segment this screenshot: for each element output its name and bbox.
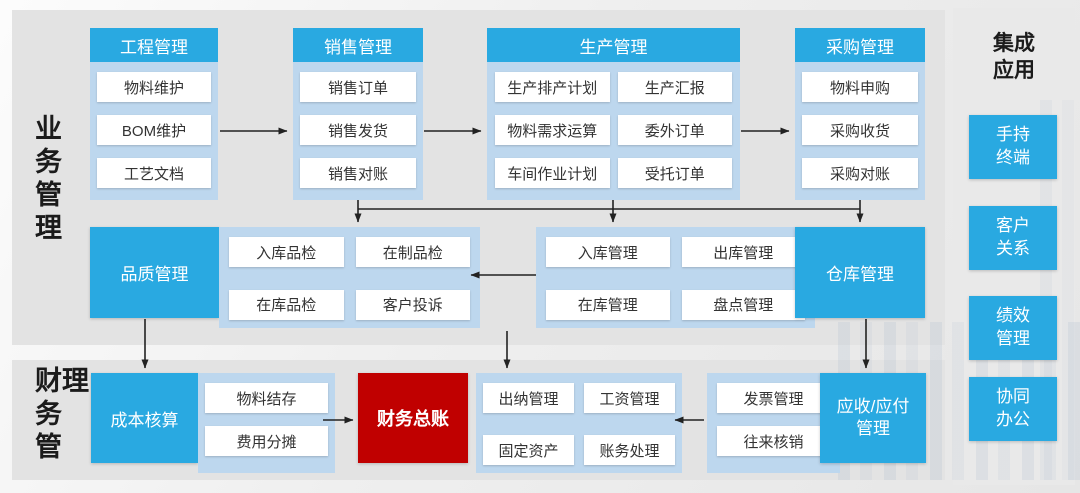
- item-production-scheduling: 生产排产计划: [495, 72, 610, 102]
- item-process-document: 工艺文档: [97, 158, 211, 188]
- item-cashier-management: 出纳管理: [483, 383, 574, 413]
- performance-management-box: 绩效管理: [969, 296, 1057, 360]
- item-purchase-receiving: 采购收货: [802, 115, 918, 145]
- item-instock-management: 在库管理: [546, 289, 670, 320]
- engineering-management-column: 工程管理 物料维护 BOM维护 工艺文档: [90, 28, 218, 200]
- item-outbound-management: 出库管理: [681, 237, 805, 267]
- business-section-label: 业务管理: [31, 114, 61, 246]
- warehouse-management-box: 仓库管理: [795, 227, 925, 318]
- purchasing-items: 物料申购 采购收货 采购对账: [795, 62, 925, 188]
- item-shopfloor-plan: 车间作业计划: [495, 158, 610, 188]
- item-transaction-writeoff: 往来核销: [717, 426, 830, 456]
- purchasing-header: 采购管理: [795, 28, 925, 62]
- customer-relationship-box: 客户关系: [969, 206, 1057, 270]
- item-instock-inspection: 在库品检: [229, 289, 344, 320]
- production-management-column: 生产管理 生产排产计划 生产汇报 物料需求运算 委外订单 车间作业计划 受托订单: [487, 28, 740, 200]
- item-mrp-calculation: 物料需求运算: [495, 115, 610, 145]
- item-bookkeeping: 账务处理: [584, 435, 675, 465]
- quality-management-box: 品质管理: [90, 227, 219, 318]
- item-customer-complaint: 客户投诉: [355, 289, 470, 320]
- finance-section-label: 财务管理: [31, 366, 88, 465]
- handheld-terminal-box: 手持终端: [969, 115, 1057, 179]
- integration-title: 集成应用: [993, 32, 1035, 83]
- general-ledger-box: 财务总账: [358, 373, 468, 463]
- quality-items-group: 入库品检 在制品检 在库品检 客户投诉: [219, 227, 480, 328]
- item-material-balance: 物料结存: [205, 383, 328, 413]
- item-payroll-management: 工资管理: [584, 383, 675, 413]
- item-inbound-management: 入库管理: [546, 237, 670, 267]
- cost-accounting-box: 成本核算: [91, 373, 198, 463]
- engineering-header: 工程管理: [90, 28, 218, 62]
- sales-items: 销售订单 销售发货 销售对账: [293, 62, 423, 188]
- item-incoming-inspection: 入库品检: [229, 237, 344, 267]
- invoice-items-group: 发票管理 往来核销: [707, 373, 840, 473]
- item-sales-delivery: 销售发货: [300, 115, 416, 145]
- ar-ap-label: 应收/应付管理: [836, 396, 910, 438]
- item-bom-maintenance: BOM维护: [97, 115, 211, 145]
- item-material-maintenance: 物料维护: [97, 72, 211, 102]
- production-items: 生产排产计划 生产汇报 物料需求运算 委外订单 车间作业计划 受托订单: [487, 62, 740, 188]
- item-sales-reconciliation: 销售对账: [300, 158, 416, 188]
- purchasing-management-column: 采购管理 物料申购 采购收货 采购对账: [795, 28, 925, 200]
- collaborative-office-box: 协同办公: [969, 377, 1057, 441]
- item-material-requisition: 物料申购: [802, 72, 918, 102]
- production-header: 生产管理: [487, 28, 740, 62]
- accounting-items-group: 出纳管理 工资管理 固定资产 账务处理: [476, 373, 682, 473]
- item-expense-allocation: 费用分摊: [205, 426, 328, 456]
- item-purchase-reconciliation: 采购对账: [802, 158, 918, 188]
- item-inprocess-inspection: 在制品检: [355, 237, 470, 267]
- sales-header: 销售管理: [293, 28, 423, 62]
- cost-items-group: 物料结存 费用分摊: [198, 373, 335, 473]
- warehouse-items-group: 入库管理 出库管理 在库管理 盘点管理: [536, 227, 815, 328]
- ar-ap-management-box: 应收/应付管理: [820, 373, 926, 463]
- item-outsourcing-order: 委外订单: [617, 115, 732, 145]
- item-consignment-order: 受托订单: [617, 158, 732, 188]
- item-stocktaking-management: 盘点管理: [681, 289, 805, 320]
- item-invoice-management: 发票管理: [717, 383, 830, 413]
- item-fixed-assets: 固定资产: [483, 435, 574, 465]
- engineering-items: 物料维护 BOM维护 工艺文档: [90, 62, 218, 188]
- sales-management-column: 销售管理 销售订单 销售发货 销售对账: [293, 28, 423, 200]
- item-sales-order: 销售订单: [300, 72, 416, 102]
- item-production-report: 生产汇报: [617, 72, 732, 102]
